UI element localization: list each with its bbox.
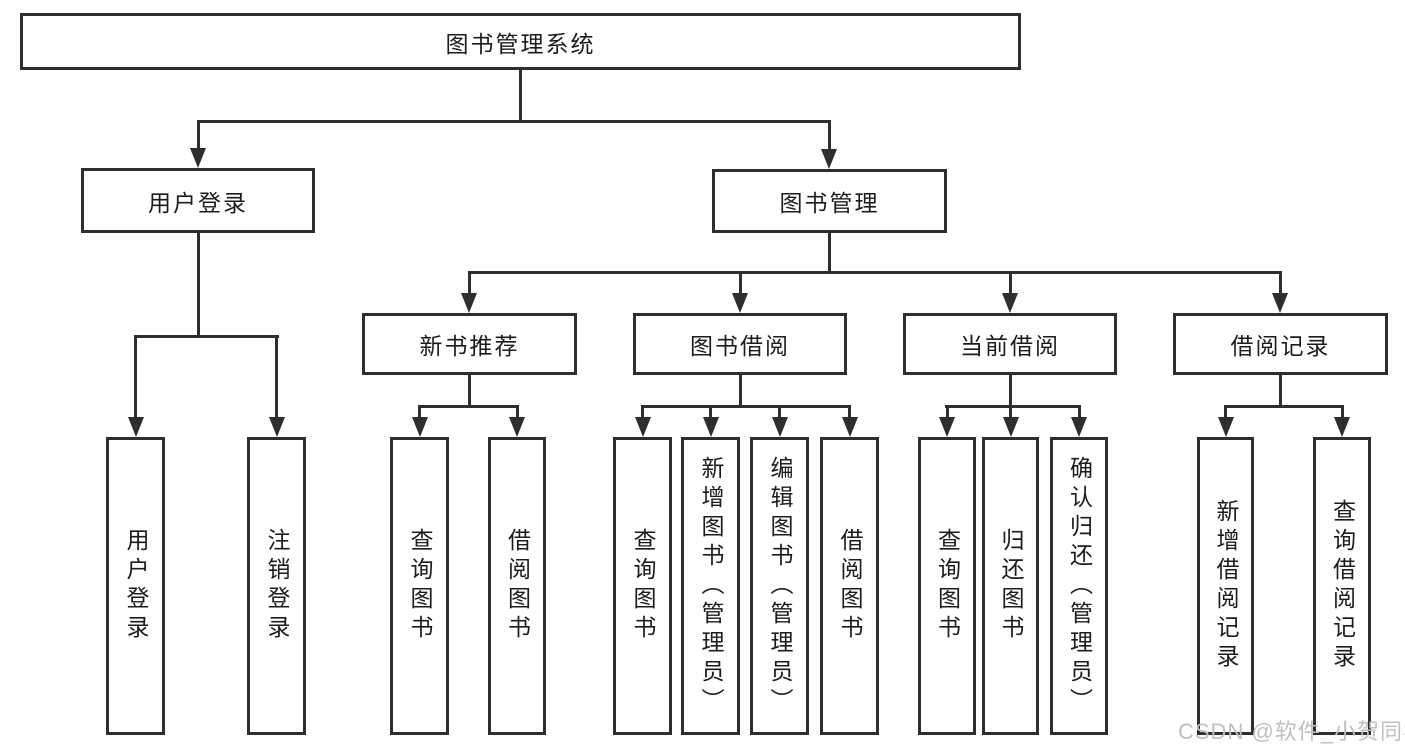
- connector-line: [1009, 405, 1012, 421]
- arrow-down-icon: [821, 149, 837, 169]
- arrow-down-icon: [1003, 417, 1019, 437]
- node-label: 借阅图书: [504, 528, 531, 644]
- node-label: 注销登录: [264, 528, 290, 644]
- leaf-cb-return-books: 归还图书: [982, 437, 1039, 735]
- arrow-down-icon: [635, 417, 651, 437]
- node-label: 当前借阅: [960, 333, 1060, 359]
- arrow-down-icon: [461, 293, 477, 313]
- node-label: 查询图书: [630, 528, 656, 644]
- connector-line: [946, 405, 949, 421]
- watermark: CSDN @软件_小贺同学: [1178, 719, 1405, 744]
- node-label: 图书管理: [779, 190, 880, 216]
- leaf-cb-confirm-return-admin: 确认归还（管理员）: [1050, 437, 1108, 735]
- arrow-down-icon: [128, 417, 144, 437]
- leaf-user-login: 用户登录: [106, 437, 165, 735]
- connector-line: [739, 375, 742, 407]
- node-label: 查询借阅记录: [1329, 499, 1356, 673]
- arrow-down-icon: [772, 417, 788, 437]
- node-library-system: 图书管理系统: [20, 13, 1021, 70]
- leaf-bb-query-books: 查询图书: [613, 437, 672, 735]
- node-label: 图书管理系统: [445, 30, 596, 57]
- connector-line: [848, 405, 851, 421]
- connector-line: [1279, 271, 1282, 299]
- arrow-down-icon: [1218, 417, 1234, 437]
- connector-line: [134, 335, 137, 421]
- connector-line: [828, 120, 831, 151]
- connector-line: [641, 405, 644, 421]
- leaf-nbr-borrow-books: 借阅图书: [488, 437, 546, 735]
- connector-line: [134, 335, 279, 338]
- arrow-down-icon: [939, 417, 955, 437]
- connector-line: [275, 335, 278, 421]
- arrow-down-icon: [732, 293, 748, 313]
- arrow-down-icon: [509, 417, 525, 437]
- connector-line: [641, 405, 851, 408]
- arrow-down-icon: [1071, 417, 1087, 437]
- connector-line: [418, 405, 421, 421]
- node-label: 借阅记录: [1230, 333, 1331, 359]
- connector-line: [468, 271, 471, 299]
- leaf-bb-borrow-books: 借阅图书: [820, 437, 879, 735]
- node-label: 新增借阅记录: [1213, 499, 1239, 673]
- node-label: 查询图书: [934, 528, 961, 644]
- connector-line: [516, 405, 519, 421]
- arrow-down-icon: [1002, 293, 1018, 313]
- node-label: 图书借阅: [690, 333, 790, 359]
- node-label: 新增图书（管理员）: [698, 455, 724, 717]
- leaf-bb-edit-books-admin: 编辑图书（管理员）: [750, 437, 809, 735]
- arrow-down-icon: [1334, 417, 1350, 437]
- connector-line: [1078, 405, 1081, 421]
- connector-line: [945, 405, 1081, 408]
- node-borrow-records: 借阅记录: [1173, 313, 1388, 375]
- arrow-down-icon: [190, 148, 206, 168]
- connector-line: [197, 120, 831, 123]
- connector-line: [1224, 405, 1344, 408]
- leaf-nbr-query-books: 查询图书: [390, 437, 449, 735]
- leaf-cb-query-books: 查询图书: [918, 437, 976, 735]
- connector-line: [468, 375, 471, 407]
- node-label: 新书推荐: [419, 333, 520, 359]
- connector-line: [197, 233, 200, 337]
- node-current-borrow: 当前借阅: [903, 313, 1117, 375]
- leaf-br-query-record: 查询借阅记录: [1313, 437, 1371, 735]
- connector-line: [709, 405, 712, 421]
- leaf-logout: 注销登录: [247, 437, 306, 735]
- node-label: 用户登录: [148, 189, 248, 216]
- arrow-down-icon: [269, 417, 285, 437]
- connector-line: [1224, 405, 1227, 421]
- connector-line: [418, 405, 519, 408]
- node-label: 借阅图书: [837, 528, 863, 644]
- node-new-book-recommend: 新书推荐: [362, 313, 577, 375]
- arrow-down-icon: [1272, 293, 1288, 313]
- leaf-bb-add-books-admin: 新增图书（管理员）: [681, 437, 740, 735]
- connector-line: [739, 271, 742, 299]
- node-label: 用户登录: [123, 528, 149, 644]
- node-user-login: 用户登录: [81, 168, 315, 233]
- node-book-borrow: 图书借阅: [633, 313, 847, 375]
- arrow-down-icon: [842, 417, 858, 437]
- connector-line: [778, 405, 781, 421]
- leaf-br-add-record: 新增借阅记录: [1197, 437, 1254, 735]
- connector-line: [1009, 374, 1012, 407]
- node-label: 编辑图书（管理员）: [767, 455, 793, 717]
- connector-line: [828, 233, 831, 274]
- node-label: 确认归还（管理员）: [1066, 455, 1093, 717]
- arrow-down-icon: [412, 417, 428, 437]
- arrow-down-icon: [703, 417, 719, 437]
- node-label: 查询图书: [407, 528, 433, 644]
- connector-line: [519, 70, 522, 122]
- connector-line: [1341, 405, 1344, 421]
- node-book-management: 图书管理: [712, 169, 947, 233]
- connector-line: [1009, 271, 1012, 299]
- connector-line: [1279, 375, 1282, 407]
- connector-line: [468, 271, 1282, 274]
- node-label: 归还图书: [998, 528, 1024, 644]
- connector-line: [197, 120, 200, 150]
